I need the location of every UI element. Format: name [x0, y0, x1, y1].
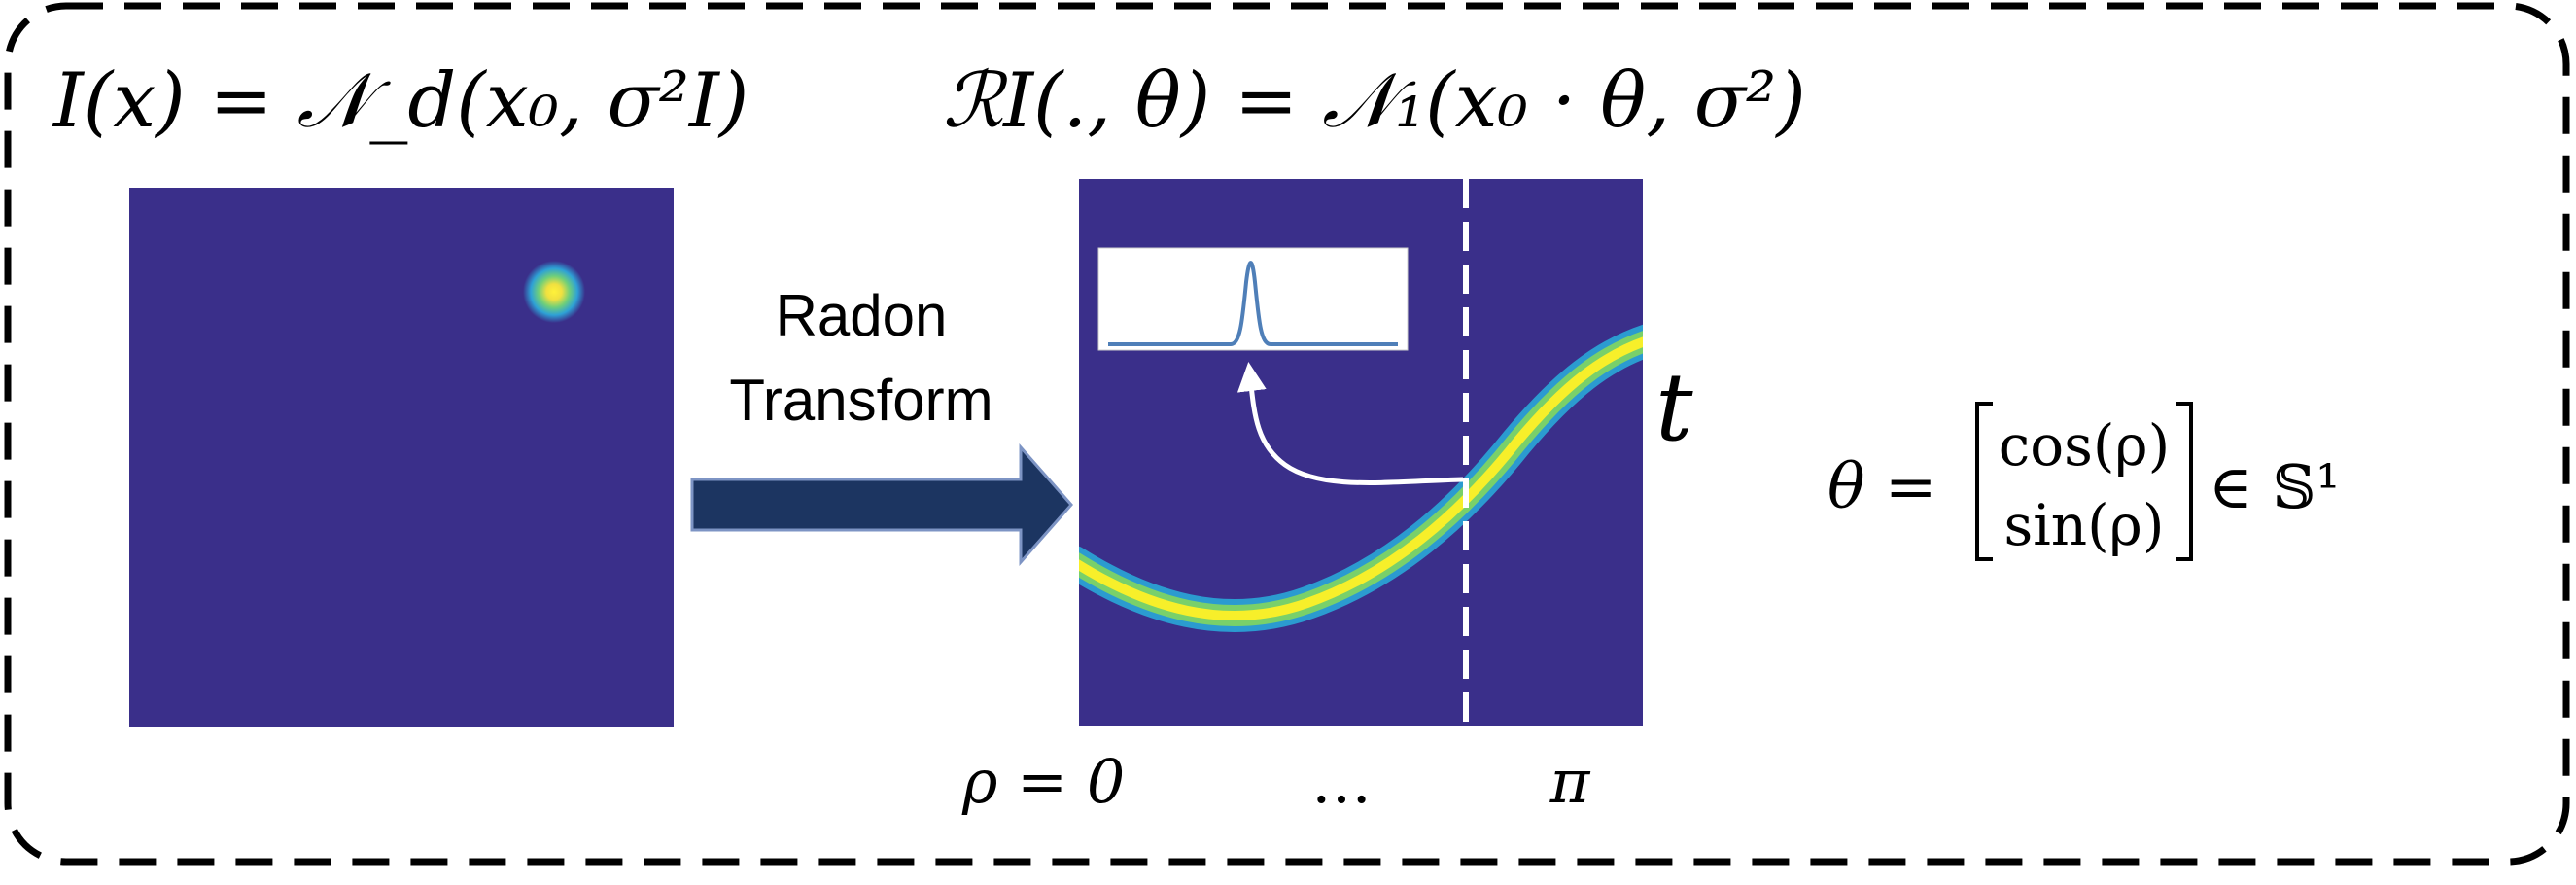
theta-definition: θ = cos(ρ) sin(ρ) ∈ 𝕊¹ [1828, 402, 2340, 561]
gaussian-blob [523, 261, 585, 323]
theta-lhs: θ = [1828, 451, 1937, 523]
theta-rhs: ∈ 𝕊¹ [2209, 451, 2340, 522]
dashed-border [4, 2, 2570, 866]
rho-dots-label: … [1311, 746, 1372, 817]
theta-bottom-entry: sin(ρ) [2003, 492, 2164, 558]
theta-top-entry: cos(ρ) [1999, 412, 2171, 478]
radon-transform-arrow [690, 443, 1073, 566]
inset-profile-plot [1097, 247, 1409, 351]
gaussian-image-panel [129, 188, 674, 727]
left-bracket [1975, 402, 1993, 561]
sinogram-curve-core [1079, 336, 1643, 621]
formula-left: I(x) = 𝒩_d(x₀, σ²I) [52, 57, 748, 145]
rho-start-label: ρ = 0 [961, 746, 1125, 817]
rho-end-label: π [1549, 746, 1591, 817]
arrow-label-line2: Transform [729, 368, 992, 433]
inset-peak-line [1108, 261, 1398, 346]
arrow-label-line1: Radon [776, 283, 948, 348]
formula-right: ℛI(., θ) = 𝒩₁(x₀ · θ, σ²) [943, 57, 1806, 145]
sinogram-panel [1079, 179, 1643, 726]
right-bracket [2176, 402, 2193, 561]
slice-to-inset-arrow [1236, 362, 1464, 485]
t-axis-label: t [1655, 353, 1693, 462]
